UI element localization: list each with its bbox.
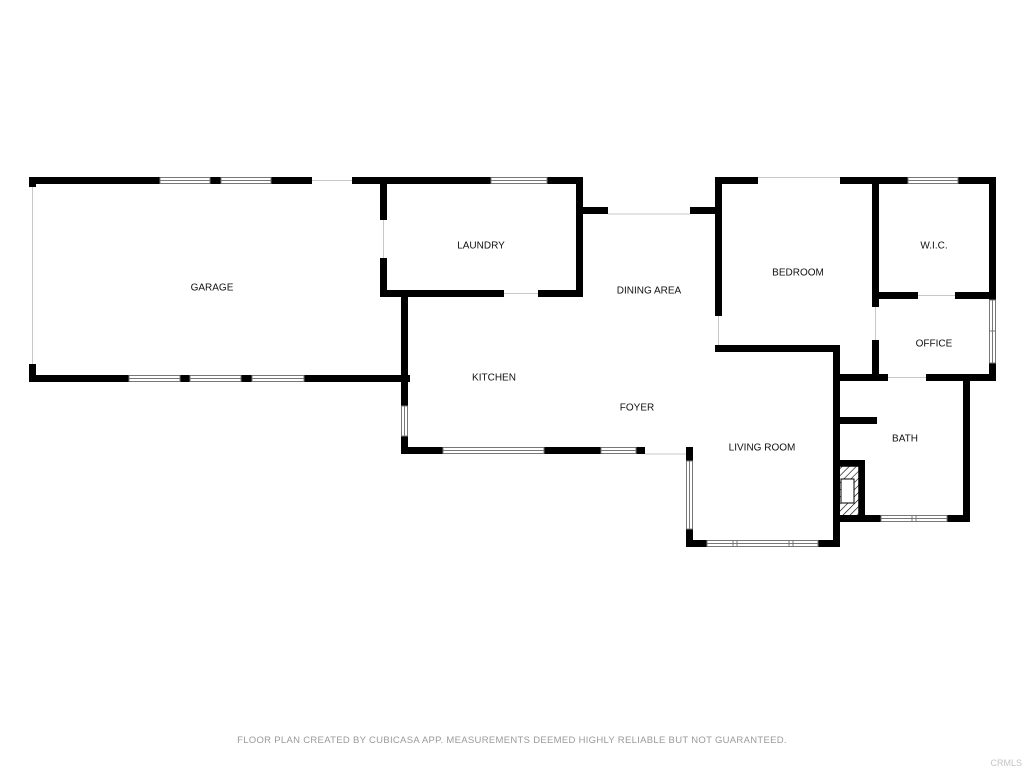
room-labels: GARAGE LAUNDRY DINING AREA KITCHEN FOYER… bbox=[191, 241, 953, 454]
wall-segment bbox=[989, 363, 996, 381]
wall-segment bbox=[29, 364, 36, 382]
wall-segment bbox=[833, 345, 840, 546]
wall-segment bbox=[210, 177, 221, 184]
wall-segment bbox=[715, 345, 840, 352]
wall-segment bbox=[544, 447, 601, 454]
walls bbox=[29, 177, 996, 547]
wall-segment bbox=[947, 515, 970, 522]
window-mullions bbox=[129, 180, 996, 547]
wall-segment bbox=[380, 258, 387, 297]
room-label-wic: W.I.C. bbox=[920, 241, 947, 252]
wall-segment bbox=[271, 177, 312, 184]
room-label-foyer: FOYER bbox=[620, 403, 654, 414]
watermark-text: CRMLS bbox=[990, 758, 1022, 768]
room-label-bath: BATH bbox=[892, 434, 918, 445]
wall-segment bbox=[29, 177, 36, 187]
wall-segment bbox=[686, 540, 707, 547]
wall-segment bbox=[833, 374, 888, 381]
wall-segment bbox=[180, 375, 190, 382]
wall-segment bbox=[840, 460, 865, 466]
wall-segment bbox=[380, 290, 504, 297]
wall-segment bbox=[690, 207, 722, 214]
wall-segment bbox=[989, 177, 996, 300]
wall-segment bbox=[872, 340, 879, 378]
openings bbox=[32, 177, 955, 455]
wall-segment bbox=[401, 447, 443, 454]
wall-segment bbox=[576, 207, 608, 214]
room-label-laundry: LAUNDRY bbox=[457, 241, 505, 252]
disclaimer-text: FLOOR PLAN CREATED BY CUBICASA APP. MEAS… bbox=[237, 735, 787, 746]
wall-segment bbox=[352, 177, 491, 184]
wall-segment bbox=[715, 177, 758, 184]
room-label-bedroom: BEDROOM bbox=[772, 268, 824, 279]
wall-segment bbox=[401, 436, 408, 454]
room-label-kitchen: KITCHEN bbox=[472, 373, 516, 384]
wall-segment bbox=[304, 375, 410, 382]
fireplace-hearth bbox=[840, 478, 855, 504]
wall-segment bbox=[859, 460, 865, 522]
wall-segment bbox=[872, 177, 879, 307]
wall-segment bbox=[686, 529, 693, 547]
wall-segment bbox=[547, 177, 583, 184]
wall-segment bbox=[955, 292, 996, 299]
wall-segment bbox=[538, 290, 583, 297]
wall-segment bbox=[818, 540, 840, 547]
wall-segment bbox=[636, 447, 645, 454]
room-label-office: OFFICE bbox=[916, 339, 953, 350]
windows bbox=[128, 177, 996, 547]
wall-segment bbox=[872, 292, 918, 299]
wall-segment bbox=[29, 177, 160, 184]
room-label-dining-area: DINING AREA bbox=[617, 286, 682, 297]
wall-segment bbox=[401, 290, 408, 406]
wall-segment bbox=[958, 177, 996, 184]
room-label-garage: GARAGE bbox=[191, 283, 234, 294]
wall-segment bbox=[380, 177, 387, 220]
wall-segment bbox=[241, 375, 252, 382]
wall-segment bbox=[926, 374, 996, 381]
wall-segment bbox=[29, 375, 129, 382]
wall-segment bbox=[963, 374, 970, 522]
wall-segment bbox=[686, 447, 693, 461]
wall-segment bbox=[576, 177, 583, 297]
wall-segment bbox=[715, 177, 722, 316]
wall-segment bbox=[833, 417, 877, 424]
room-label-living-room: LIVING ROOM bbox=[729, 443, 796, 454]
